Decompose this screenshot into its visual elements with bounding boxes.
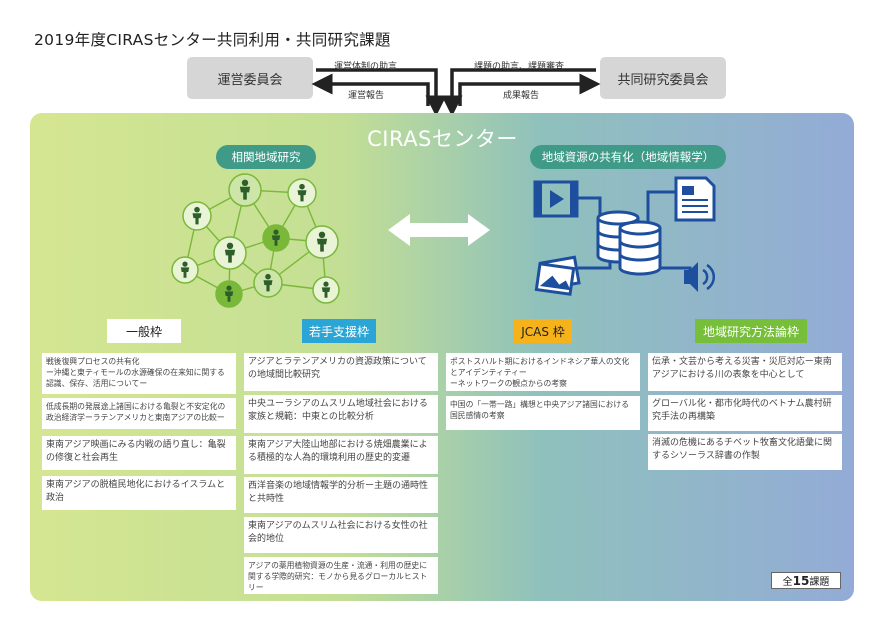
total-prefix: 全 bbox=[782, 577, 793, 588]
list-item-text: グローバル化・都市化時代のベトナム農村研究手法の再構築 bbox=[652, 399, 832, 422]
list-item: 消滅の危機にあるチベット牧畜文化語彙に関するシソーラス辞書の作製 bbox=[648, 434, 842, 470]
list-item: 東南アジア映画にみる内戦の語り直し：亀裂の修復と社会再生 bbox=[42, 436, 236, 470]
list-item-text: アジアの薬用植物資源の生産・流通・利用の歴史に関する学際的研究：モノから見るグロ… bbox=[248, 561, 428, 592]
arrow-label-advice-review: 課題の助言、課題審査 bbox=[474, 62, 565, 72]
list-item-text: アジアとラテンアメリカの資源政策についての地域間比較研究 bbox=[248, 357, 427, 380]
total-number: 15 bbox=[792, 573, 810, 588]
list-item: 東南アジア大陸山地部における焼畑農業による積極的な人為的環境利用の歴史的変遷 bbox=[244, 436, 438, 474]
joint-research-committee-label: 共同研究委員会 bbox=[617, 72, 709, 88]
arrow-label-results-report: 成果報告 bbox=[503, 91, 540, 101]
list-item: グローバル化・都市化時代のベトナム農村研究手法の再構築 bbox=[648, 395, 842, 431]
category-young-researcher: 若手支援枠 bbox=[302, 319, 376, 343]
list-item-text: 消滅の危機にあるチベット牧畜文化語彙に関するシソーラス辞書の作製 bbox=[652, 438, 833, 461]
arrow-label-operation-report: 運営報告 bbox=[348, 91, 385, 101]
management-committee-box: 運営委員会 bbox=[187, 57, 313, 99]
list-item-text: 伝承・文芸から考える災害・災厄対応ー東南アジアにおける川の表象を中心として bbox=[652, 357, 832, 380]
list-item: アジアとラテンアメリカの資源政策についての地域間比較研究 bbox=[244, 353, 438, 391]
list-item: 伝承・文芸から考える災害・災厄対応ー東南アジアにおける川の表象を中心として bbox=[648, 353, 842, 391]
list-item: 東南アジアのムスリム社会における女性の社会的地位 bbox=[244, 517, 438, 553]
left-top-arrow bbox=[316, 68, 447, 117]
management-committee-label: 運営委員会 bbox=[217, 72, 283, 88]
ciras-center-title: CIRASセンター bbox=[367, 127, 518, 151]
arrow-label-advice-operation: 運営体制の助言 bbox=[334, 62, 398, 72]
list-item-text: 低成長期の発展途上諸国における亀裂と不安定化の政治経済学ーラテンアメリカと東南ア… bbox=[46, 402, 226, 422]
category-general: 一般枠 bbox=[107, 319, 181, 343]
list-item-text: 東南アジア映画にみる内戦の語り直し：亀裂の修復と社会再生 bbox=[46, 440, 226, 463]
total-suffix: 課題 bbox=[809, 577, 830, 588]
list-item: ポストスハルト期におけるインドネシア華人の文化とアイデンティティー ーネットワー… bbox=[446, 353, 640, 391]
left-bottom-arrow bbox=[311, 73, 430, 106]
list-item-text: 中央ユーラシアのムスリム地域社会における家族と規範：中東との比較分析 bbox=[248, 399, 428, 422]
list-item: 中央ユーラシアのムスリム地域社会における家族と規範：中東との比較分析 bbox=[244, 395, 438, 433]
list-item: 低成長期の発展途上諸国における亀裂と不安定化の政治経済学ーラテンアメリカと東南ア… bbox=[42, 398, 236, 429]
list-item: 西洋音楽の地域情報学的分析ー主題の通時性と共時性 bbox=[244, 477, 438, 513]
list-item: アジアの薬用植物資源の生産・流通・利用の歴史に関する学際的研究：モノから見るグロ… bbox=[244, 557, 438, 594]
list-item: 中国の「一帯一路」構想と中央アジア諸国における国民感情の考察 bbox=[446, 396, 640, 430]
list-item-text: 東南アジア大陸山地部における焼畑農業による積極的な人為的環境利用の歴史的変遷 bbox=[248, 440, 428, 463]
list-item-text: 戦後復興プロセスの共有化 ー沖縄と東ティモールの水源確保の在来知に関する認識、保… bbox=[46, 357, 225, 388]
area-informatics-pill: 地域資源の共有化（地域情報学） bbox=[530, 145, 726, 169]
right-bottom-arrow bbox=[458, 73, 601, 106]
page-title: 2019年度CIRASセンター共同利用・共同研究課題 bbox=[34, 31, 391, 49]
category-methodology: 地域研究方法論枠 bbox=[695, 319, 807, 343]
joint-research-committee-box: 共同研究委員会 bbox=[600, 57, 726, 99]
list-item: 東南アジアの脱植民地化におけるイスラムと政治 bbox=[42, 476, 236, 510]
list-item-text: 中国の「一帯一路」構想と中央アジア諸国における国民感情の考察 bbox=[450, 400, 630, 420]
area-studies-pill: 相関地域研究 bbox=[216, 145, 316, 169]
list-item-text: 東南アジアの脱植民地化におけるイスラムと政治 bbox=[46, 480, 226, 503]
list-item: 戦後復興プロセスの共有化 ー沖縄と東ティモールの水源確保の在来知に関する認識、保… bbox=[42, 353, 236, 394]
category-jcas: JCAS 枠 bbox=[514, 319, 572, 343]
list-item-text: 西洋音楽の地域情報学的分析ー主題の通時性と共時性 bbox=[248, 481, 429, 504]
list-item-text: ポストスハルト期におけるインドネシア華人の文化とアイデンティティー ーネットワー… bbox=[450, 357, 630, 388]
committee-arrows bbox=[311, 68, 601, 117]
right-top-arrow bbox=[441, 68, 596, 117]
list-item-text: 東南アジアのムスリム社会における女性の社会的地位 bbox=[248, 521, 428, 544]
